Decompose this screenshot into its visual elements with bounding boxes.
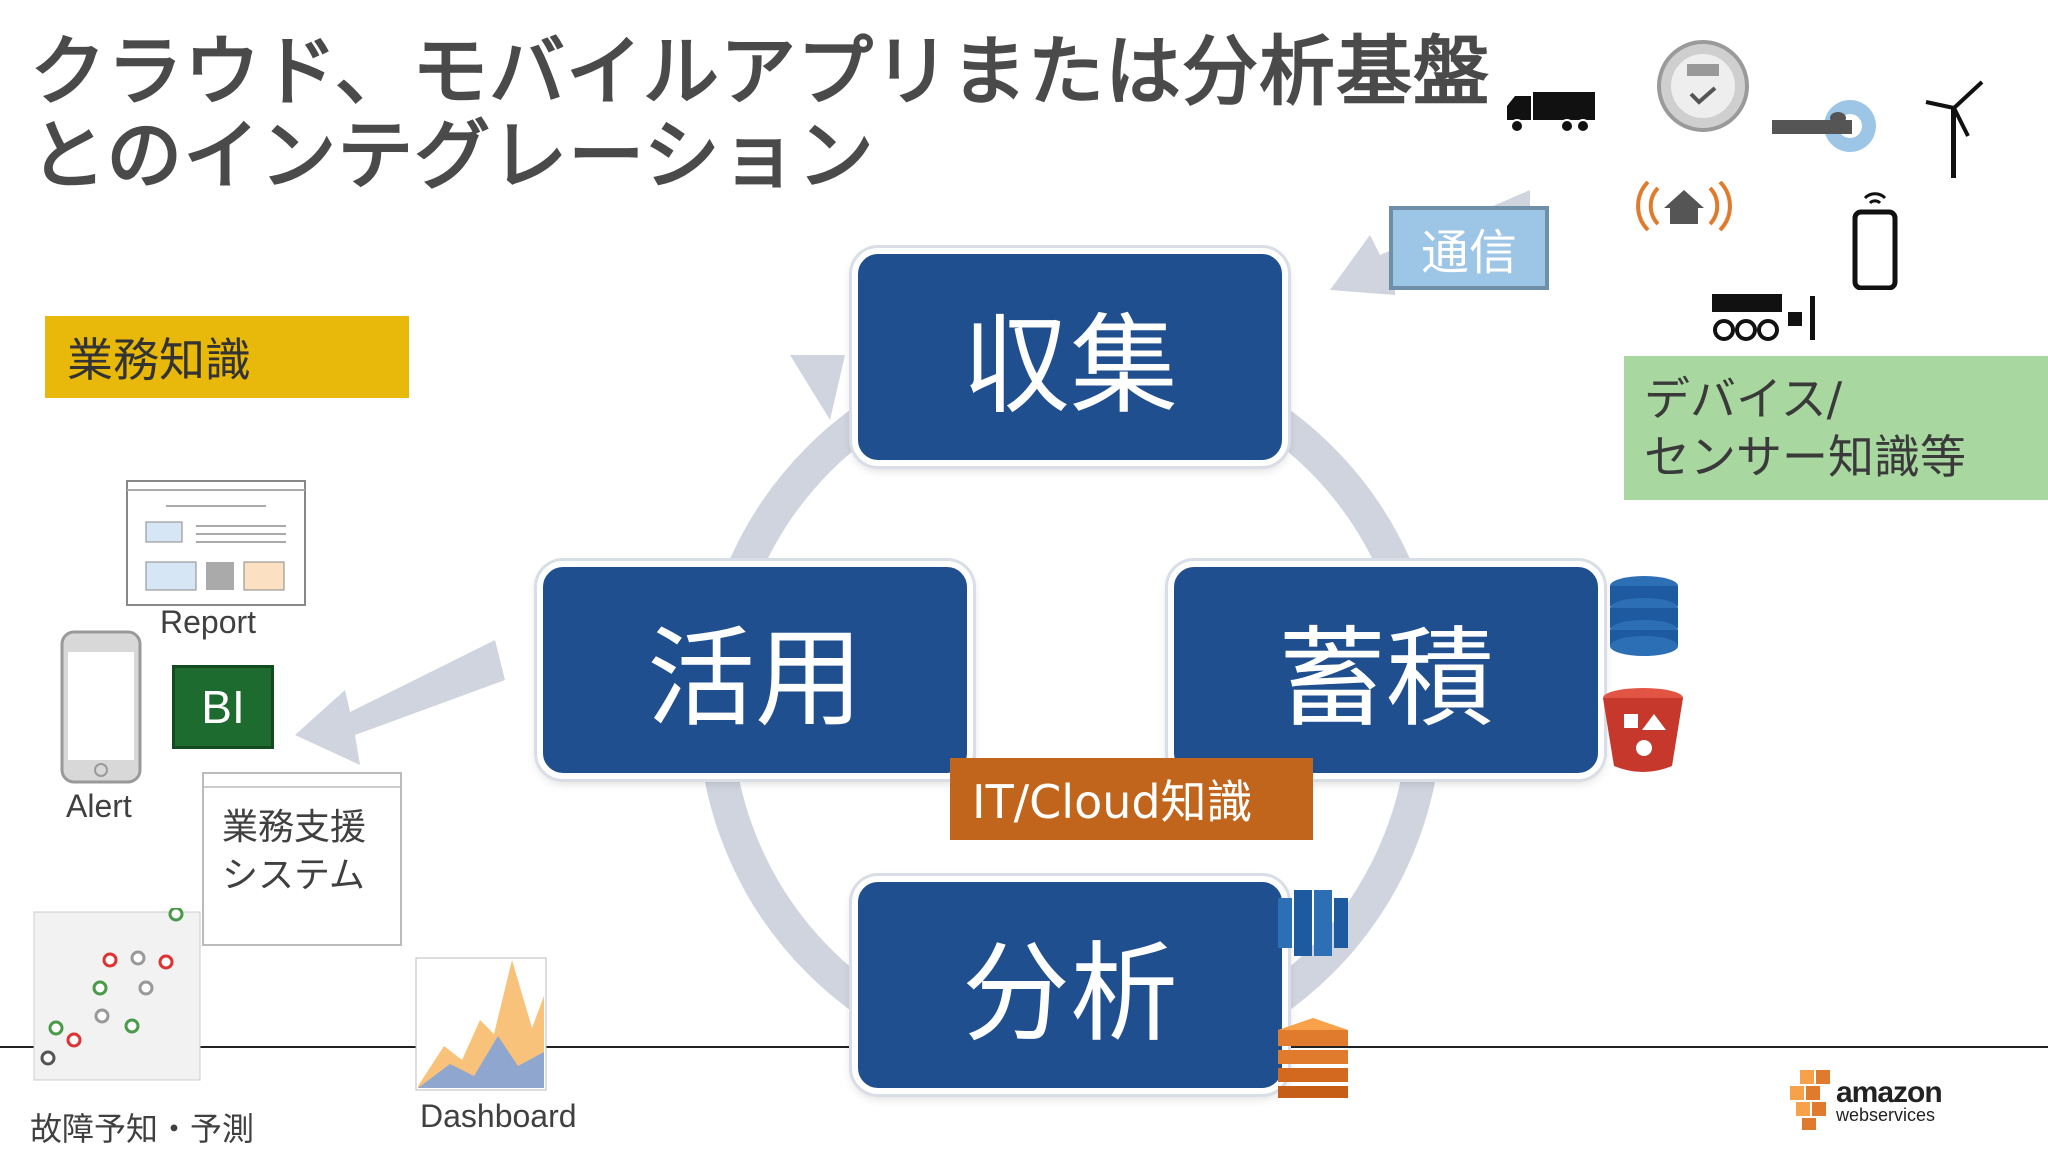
report-icon [126,480,306,606]
ring-arrowhead [790,355,845,420]
alert-label: Alert [66,788,132,824]
report-label: Report [160,604,257,640]
business-knowledge-label: 業務知識 [45,316,409,398]
stage-store: 蓄積 [1168,561,1604,779]
stage-utilize: 活用 [537,561,973,779]
smartphone-icon [1852,192,1898,290]
device-line-2: センサー知識等 [1644,430,1966,484]
dashboard-chart-icon [415,957,547,1091]
dashboard-label: Dashboard [420,1098,577,1134]
smart-home-icon [1636,180,1732,232]
truck-icon [1507,92,1595,133]
window-titlebar [204,774,400,788]
stage-analyze: 分析 [852,876,1288,1094]
aws-logo-line-2: webservices [1836,1105,1936,1125]
dynamodb-icon [1610,576,1678,656]
alert-phone-icon [60,630,142,784]
aws-cubes-icon [1790,1070,1830,1130]
it-cloud-text: IT/Cloud知識 [972,775,1253,829]
aws-logo-line-1: amazon [1836,1076,1943,1109]
stage-store-label: 蓄積 [1277,617,1494,742]
business-support-window: 業務支援 システム [202,772,402,946]
page-title: クラウド、モバイルアプリまたは分析基盤 とのインテグレーション [30,30,1490,198]
aws-logo: amazon webservices [1836,1076,1943,1126]
bi-badge: BI [172,665,274,749]
s3-bucket-icon [1603,688,1683,772]
failure-prediction-label: 故障予知・予測 [30,1110,255,1148]
stage-collect-label: 収集 [961,304,1178,429]
communication-text: 通信 [1420,225,1517,281]
stage-analyze-label: 分析 [961,932,1178,1057]
stage-collect: 収集 [852,248,1288,466]
medical-scanner-icon [1772,100,1876,152]
title-line-1: クラウド、モバイルアプリまたは分析基盤 [30,27,1490,116]
output-arrow [295,640,505,765]
business-support-line-2: システム [222,855,365,896]
title-line-2: とのインテグレーション [30,111,875,200]
communication-label: 通信 [1389,206,1549,290]
it-cloud-knowledge-label: IT/Cloud知識 [950,758,1313,840]
business-support-line-1: 業務支援 [222,807,367,848]
bi-text: BI [201,681,245,733]
device-sensor-label: デバイス/ センサー知識等 [1624,356,2048,500]
scatter-plot-icon [33,908,201,1081]
smart-meter-icon [1657,40,1749,132]
business-support-text: 業務支援 システム [204,788,400,900]
emr-icon [1278,1018,1348,1098]
business-knowledge-text: 業務知識 [67,333,251,387]
redshift-icon [1278,890,1348,956]
factory-conveyor-icon [1712,294,1815,341]
wind-turbine-icon [1925,80,1984,178]
stage-utilize-label: 活用 [646,617,863,742]
device-line-1: デバイス/ [1644,372,1843,426]
